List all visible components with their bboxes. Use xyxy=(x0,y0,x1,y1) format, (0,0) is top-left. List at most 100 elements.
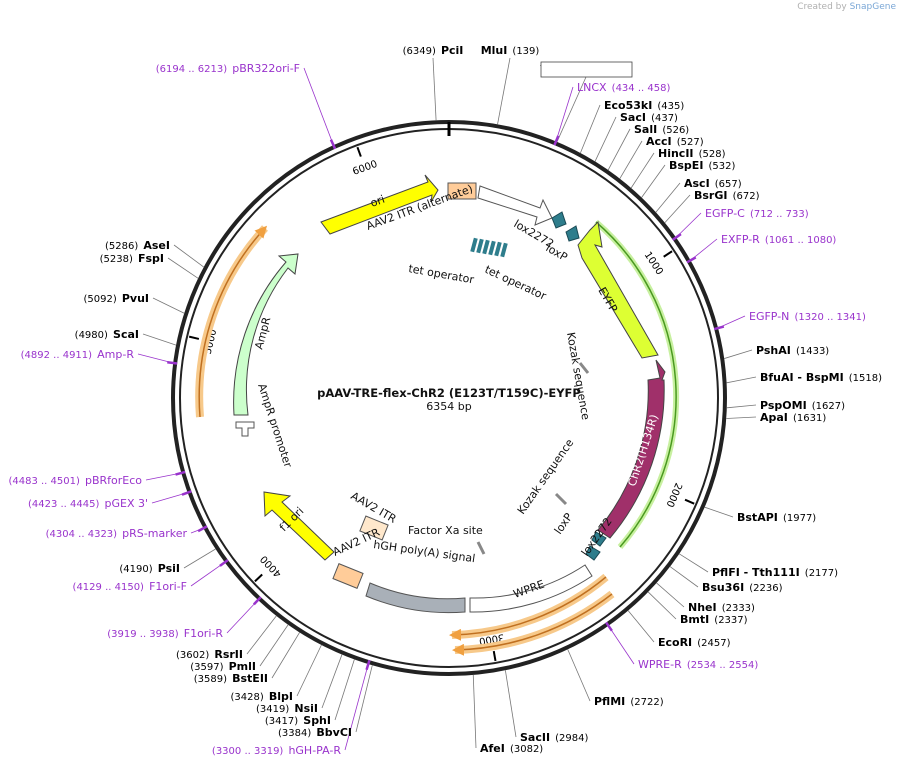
site-name: NsiI xyxy=(294,702,318,715)
primer-mark xyxy=(175,470,186,476)
site-leader-lines xyxy=(137,57,757,751)
site-position: (2333) xyxy=(722,603,755,614)
primer-mark xyxy=(329,139,337,150)
primer-label: (4423 .. 4445) pGEX 3' xyxy=(28,492,148,511)
site-position: (4129 .. 4150) xyxy=(73,582,145,593)
primer-label: (4129 .. 4150) F1ori-F xyxy=(73,575,187,594)
site-leader-line xyxy=(630,152,655,189)
features xyxy=(233,174,666,614)
site-name: hGH-PA-R xyxy=(288,744,341,757)
site-name: AccI xyxy=(646,135,672,148)
label-loxp-bottom: loxP xyxy=(552,510,576,536)
primer-mark xyxy=(713,325,725,331)
site-leader-line xyxy=(303,67,334,146)
site-position: (2177) xyxy=(805,568,838,579)
site-name: EXFP-R xyxy=(721,233,760,246)
enzyme-label: NheI (2333) xyxy=(688,596,755,615)
site-leader-line xyxy=(567,649,591,702)
site-name: BfuAI - BspMI xyxy=(760,371,844,384)
site-name: pBR322ori-F xyxy=(232,62,300,75)
site-position: (4892 .. 4911) xyxy=(21,350,93,361)
enzyme-label: BfuAI - BspMI (1518) xyxy=(760,366,882,385)
enzyme-label: PflFI - Tth111I (2177) xyxy=(712,561,838,580)
site-leader-line xyxy=(142,333,177,346)
site-name: BmtI xyxy=(680,613,709,626)
enzyme-label: (3428) BlpI xyxy=(231,685,293,704)
primer-label: EXFP-R (1061 .. 1080) xyxy=(721,228,836,247)
enzyme-label: SalI (526) xyxy=(634,118,689,137)
site-name: WPRE-R xyxy=(638,658,682,671)
site-leader-line xyxy=(619,140,643,179)
site-name: pGEX 3' xyxy=(104,497,148,510)
site-position: (2337) xyxy=(714,615,747,626)
site-leader-line xyxy=(246,615,277,655)
feature-wpre xyxy=(469,564,593,613)
primer-mark xyxy=(686,256,697,264)
site-name: EGFP-C xyxy=(705,207,745,220)
primer-label: (4483 .. 4501) pBRforEco xyxy=(8,469,142,488)
site-position: (6349) xyxy=(403,46,436,57)
site-name: AseI xyxy=(143,239,170,252)
site-position: (3597) xyxy=(190,662,223,673)
site-leader-line xyxy=(679,553,709,573)
site-position: (4190) xyxy=(119,564,152,575)
enzyme-label: BsrGI (672) xyxy=(694,184,760,203)
primer-mark xyxy=(672,233,682,241)
tick-mark xyxy=(684,498,695,505)
primer-label: (3300 .. 3319) hGH-PA-R xyxy=(212,739,341,758)
site-leader-line xyxy=(656,582,685,608)
site-leader-line xyxy=(472,674,477,749)
enzyme-label: AfeI (3082) xyxy=(480,737,543,756)
site-name: F1ori-R xyxy=(184,627,224,640)
primer-label: (6194 .. 6213) pBR322ori-F xyxy=(156,57,300,76)
feature-factor-xa xyxy=(476,541,486,555)
site-position: (3428) xyxy=(231,692,264,703)
site-position: (1320 .. 1341) xyxy=(794,312,866,323)
site-position: (2457) xyxy=(697,638,730,649)
site-leader-line xyxy=(183,548,216,569)
site-position: (712 .. 733) xyxy=(750,209,809,220)
site-name: PspOMI xyxy=(760,399,807,412)
site-leader-line xyxy=(151,492,188,504)
site-name: pBRforEco xyxy=(85,474,142,487)
site-position: (2984) xyxy=(555,733,588,744)
label-ampr-promoter: AmpR promoter xyxy=(255,382,295,470)
label-factor-xa: Factor Xa site xyxy=(408,524,483,537)
enzyme-label: (6349) PciI xyxy=(403,39,464,58)
enzyme-label: AccI (527) xyxy=(646,130,704,149)
tre3g-label-box xyxy=(540,61,633,78)
site-leader-line xyxy=(173,244,205,268)
site-leader-line xyxy=(497,57,511,125)
site-name: NheI xyxy=(688,601,717,614)
site-name: PsiI xyxy=(158,562,180,575)
site-leader-line xyxy=(555,86,574,142)
site-position: (4304 .. 4323) xyxy=(46,529,118,540)
enzyme-label: (3589) BstEII xyxy=(194,667,268,686)
enzyme-label: PflMI (2722) xyxy=(594,690,664,709)
feature-ampr xyxy=(233,253,299,416)
site-name: Eco53kI xyxy=(604,99,652,112)
orf-arc-wpre-2-line xyxy=(452,593,613,656)
site-leader-line xyxy=(271,632,300,679)
orf-arc-ampr-line xyxy=(198,225,268,418)
site-leader-line xyxy=(726,416,757,419)
site-position: (2534 .. 2554) xyxy=(687,660,759,671)
enzyme-label: (3597) PmlI xyxy=(190,655,256,674)
site-name: PciI xyxy=(441,44,463,57)
tick-label: 1000 xyxy=(642,250,665,277)
label-tet-operator-1: tet operator xyxy=(407,262,475,286)
site-position: (4483 .. 4501) xyxy=(8,476,80,487)
site-leader-line xyxy=(655,182,681,213)
primer-mark xyxy=(181,490,192,496)
tick-label: 6000 xyxy=(351,159,379,178)
site-name: AscI xyxy=(684,177,710,190)
site-position: (3082) xyxy=(510,744,543,755)
label-ori: ori xyxy=(369,193,387,210)
primer-label: EGFP-N (1320 .. 1341) xyxy=(749,305,866,324)
site-leader-line xyxy=(152,297,185,314)
primer-mark xyxy=(605,621,613,632)
site-position: (528) xyxy=(699,149,726,160)
orf-arc-wpre-1-line xyxy=(449,576,607,641)
enzyme-label: BstAPI (1977) xyxy=(737,506,816,525)
